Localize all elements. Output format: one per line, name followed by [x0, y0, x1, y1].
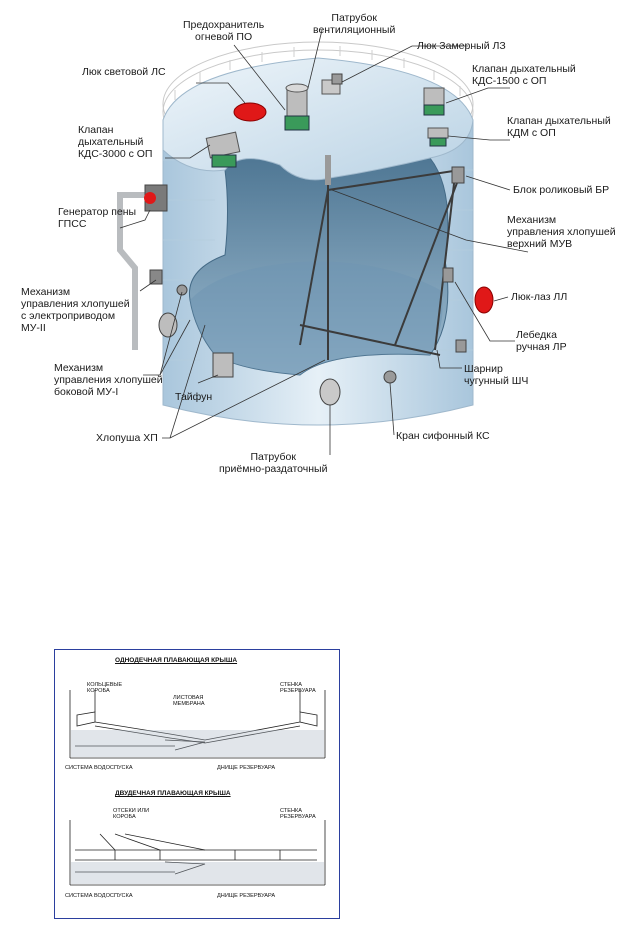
label-mehanizm-mu2: Механизм управления хлопушей с электропр…: [21, 286, 130, 334]
internal-pipes: [299, 169, 461, 360]
mu2-device: [149, 269, 163, 285]
label-blok-rolikovy: Блок роликовый БР: [513, 184, 610, 196]
single-ring-label: КОЛЬЦЕВЫЕ КОРОБА: [87, 682, 123, 695]
label-klapan-kds1500: Клапан дыхательный КДС-1500 с ОП: [472, 63, 576, 87]
winch: [455, 339, 467, 353]
label-hlopusha: Хлопуша ХП: [96, 432, 158, 444]
priem-pipe: [319, 378, 341, 406]
mu1-device: [158, 312, 178, 338]
double-comp-label: ОТСЕКИ ИЛИ КОРОБА: [113, 808, 150, 821]
typhoon-device: [212, 352, 234, 378]
valve-kds3000: [205, 131, 241, 168]
label-lyuk-laz: Люк-лаз ЛЛ: [511, 291, 568, 303]
ll-handle: [442, 267, 454, 283]
single-membrane-label: ЛИСТОВАЯ МЕМБРАНА: [173, 695, 205, 708]
roller-block: [451, 166, 465, 184]
single-bottom-label: ДНИЩЕ РЕЗЕРВУАРА: [217, 765, 276, 771]
double-wall-label: СТЕНКА РЕЗЕРВУАРА: [280, 808, 316, 821]
label-kran-sifonny: Кран сифонный КС: [396, 430, 490, 442]
red-hatch-ll: [474, 286, 494, 314]
label-generator-peny: Генератор пены ГПСС: [58, 206, 137, 230]
label-tayfun: Тайфун: [175, 391, 213, 403]
label-mehanizm-muv: Механизм управления хлопушей верхний МУВ: [507, 214, 616, 250]
single-wall-label: СТЕНКА РЕЗЕРВУАРА: [280, 682, 316, 695]
label-patrubok-vent: Патрубок вентиляционный: [313, 12, 396, 36]
double-bottom-label: ДНИЩЕ РЕЗЕРВУАРА: [217, 893, 276, 899]
single-drain-label: СИСТЕМА ВОДОСПУСКА: [65, 765, 133, 771]
ks-valve: [383, 370, 397, 384]
hp-left: [176, 284, 188, 296]
railing-posts: [174, 46, 461, 100]
lz-hatch: [331, 73, 343, 85]
double-deck-title: ДВУДЕЧНАЯ ПЛАВАЮЩАЯ КРЫША: [115, 790, 231, 797]
tank-illustration: [117, 29, 529, 455]
label-lyuk-svetovoy: Люк световой ЛС: [82, 66, 166, 78]
floating-pontoon: [190, 261, 443, 375]
label-mehanizm-mu1: Механизм управления хлопушей боковой МУ-…: [54, 362, 163, 398]
floating-roof-panel: ОДНОДЕЧНАЯ ПЛАВАЮЩАЯ КРЫША КОЛЬЦЕВЫЕ КОР…: [54, 649, 340, 919]
label-predohranitel: Предохранитель огневой ПО: [183, 19, 265, 43]
single-deck-title: ОДНОДЕЧНАЯ ПЛАВАЮЩАЯ КРЫША: [115, 657, 238, 664]
valve-po: [284, 83, 310, 131]
label-lebedka: Лебедка ручная ЛР: [516, 329, 567, 353]
leader-lines: [119, 29, 529, 455]
label-patrubok-priem: Патрубок приёмно-раздаточный: [219, 451, 328, 475]
red-hatch-ls: [233, 102, 267, 122]
foam-pipe: [117, 192, 150, 350]
valve-kds1500: [423, 87, 445, 116]
valve-kdm: [427, 127, 449, 147]
label-sharnir: Шарнир чугунный ШЧ: [464, 363, 529, 387]
label-lyuk-zamerny: Люк Замерный ЛЗ: [417, 40, 506, 52]
label-klapan-kds3000: Клапан дыхательный КДС-3000 с ОП: [78, 124, 153, 160]
muv-rod: [325, 155, 331, 185]
roof-sections-drawing: [69, 690, 326, 886]
double-drain-label: СИСТЕМА ВОДОСПУСКА: [65, 893, 133, 899]
label-klapan-kdm: Клапан дыхательный КДМ с ОП: [507, 115, 611, 139]
